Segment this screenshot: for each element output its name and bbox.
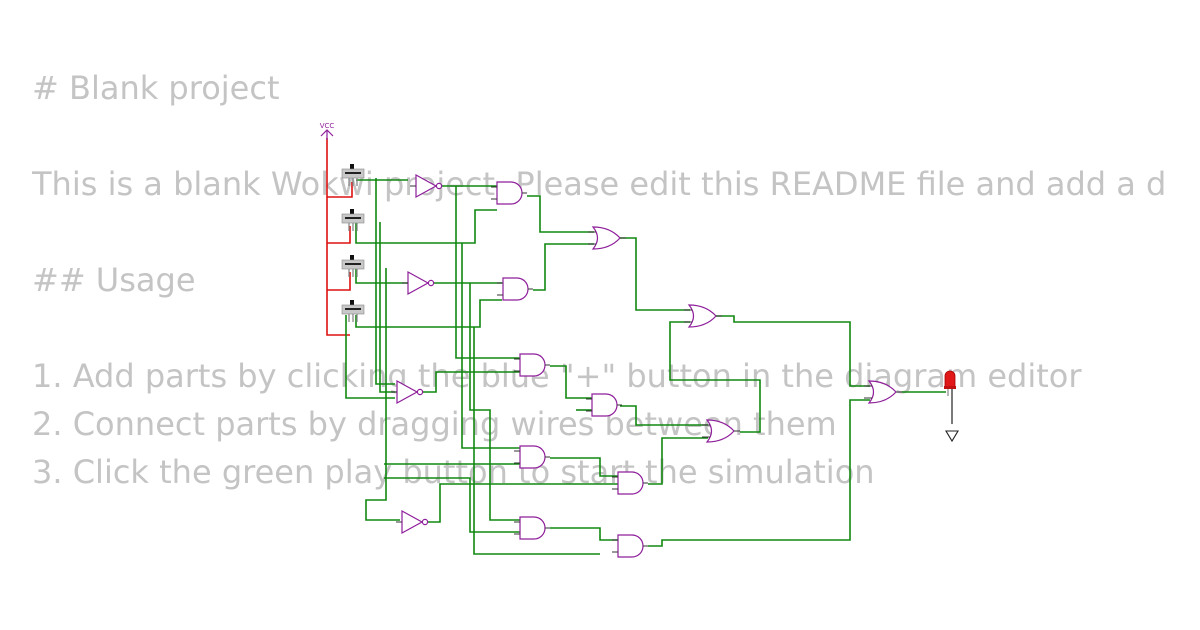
or-gate-1[interactable]	[587, 226, 627, 250]
vcc-label: VCC	[320, 122, 335, 130]
signal-wires	[345, 178, 946, 555]
readme-step-1: 1. Add parts by clicking the blue "+" bu…	[32, 357, 1082, 395]
readme-preview: # Blank project This is a blank Wokwi pr…	[32, 0, 1168, 630]
slide-switch-1[interactable]	[341, 164, 365, 186]
not-gate-2[interactable]	[401, 271, 435, 295]
slide-switch-3[interactable]	[341, 255, 365, 277]
slide-switch-2[interactable]	[341, 209, 365, 231]
power-wires	[326, 138, 353, 336]
and-gate-2[interactable]	[496, 277, 534, 301]
not-gate-1[interactable]	[409, 174, 443, 198]
readme-description: This is a blank Wokwi project. Please ed…	[32, 165, 1168, 203]
and-gate-8[interactable]	[611, 534, 649, 558]
and-gate-6[interactable]	[611, 471, 649, 495]
not-gate-4[interactable]	[395, 510, 429, 534]
vcc-icon[interactable]: VCC	[320, 122, 335, 140]
or-gate-2[interactable]	[683, 304, 723, 328]
readme-title: # Blank project	[32, 69, 280, 107]
and-gate-4[interactable]	[585, 393, 623, 417]
not-gate-3[interactable]	[390, 380, 424, 404]
ground-icon	[945, 430, 959, 443]
slide-switch-4[interactable]	[341, 300, 365, 322]
red-led[interactable]	[944, 370, 956, 424]
and-gate-5[interactable]	[513, 445, 551, 469]
and-gate-7[interactable]	[513, 516, 551, 540]
readme-usage-heading: ## Usage	[32, 261, 196, 299]
and-gate-3[interactable]	[513, 353, 551, 377]
